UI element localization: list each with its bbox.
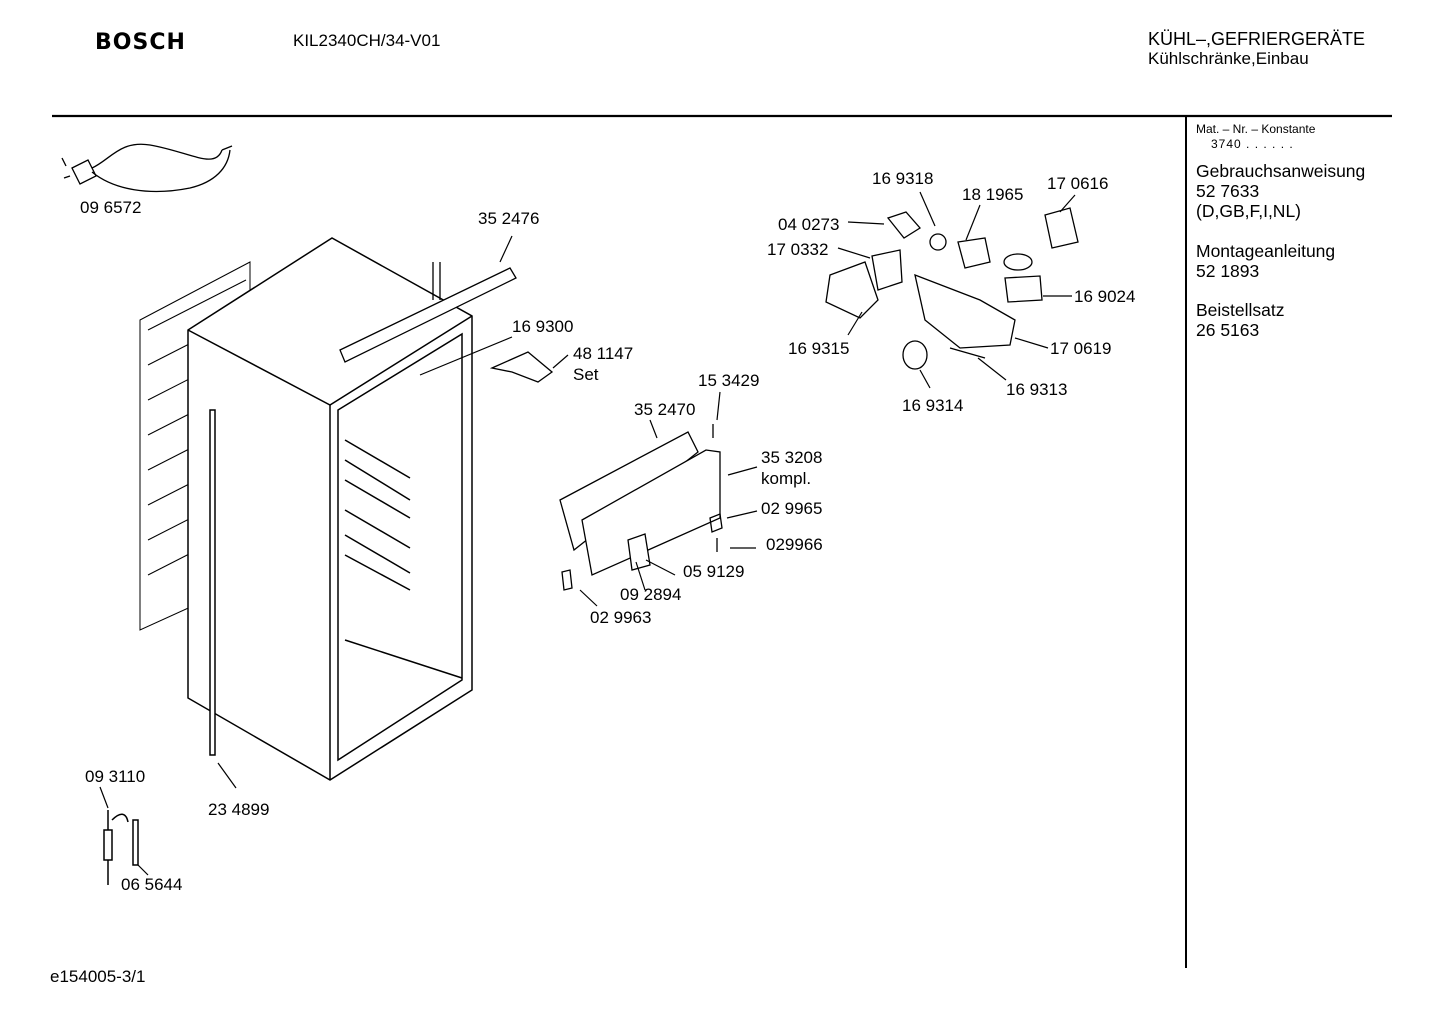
part-label: 05 9129 [683, 562, 744, 581]
part-label: 48 1147 [573, 344, 633, 363]
part-label: 16 9313 [1006, 380, 1067, 399]
doc-title-accessory-kit: Beistellsatz [1196, 300, 1285, 320]
leader-lines [99, 191, 1076, 876]
part-label: 18 1965 [962, 185, 1023, 204]
fridge-cabinet [187, 237, 473, 781]
part-label: 06 5644 [121, 875, 182, 894]
part-label: 09 6572 [80, 198, 141, 217]
sensor-parts [103, 810, 139, 885]
part-label: 23 4899 [208, 800, 269, 819]
doc-languages: (D,GB,F,I,NL) [1196, 201, 1302, 221]
part-label: 029966 [766, 535, 823, 554]
model-number: KIL2340CH/34-V01 [293, 31, 441, 50]
doc-title-user-manual: Gebrauchsanweisung [1196, 161, 1366, 181]
part-label: 35 3208 [761, 448, 822, 467]
part-label: 15 3429 [698, 371, 759, 390]
part-label: 16 9024 [1074, 287, 1135, 306]
part-label: 35 2470 [634, 400, 695, 419]
part-label: 09 3110 [85, 767, 145, 786]
brand-logo: BOSCH [95, 30, 186, 55]
part-label: 16 9300 [512, 317, 573, 336]
category-title: KÜHL–,GEFRIERGERÄTE [1148, 29, 1366, 49]
part-label: 16 9315 [788, 339, 849, 358]
part-label-note: kompl. [761, 469, 811, 488]
doc-number-accessory-kit: 26 5163 [1196, 320, 1260, 340]
hinge-set [489, 351, 554, 383]
part-label: 16 9318 [872, 169, 933, 188]
doc-number-user-manual: 52 7633 [1196, 181, 1260, 201]
doc-title-installation: Montageanleitung [1196, 241, 1336, 261]
part-label: 17 0332 [767, 240, 828, 259]
power-cord-icon [61, 143, 233, 193]
part-label: 02 9963 [590, 608, 651, 627]
part-label: 02 9965 [761, 499, 822, 518]
drawing-id: e154005-3/1 [50, 967, 146, 986]
part-label: 09 2894 [620, 585, 681, 604]
mat-nr-value: 3740 . . . . . . [1211, 137, 1294, 151]
part-label-note: Set [573, 365, 599, 384]
category-subtitle: Kühlschränke,Einbau [1148, 49, 1309, 68]
freezer-door [559, 424, 723, 591]
control-housing [825, 207, 1079, 370]
part-label: 04 0273 [778, 215, 839, 234]
top-rail [339, 262, 517, 363]
part-labels: 09 6572 35 2476 16 9300 48 1147 Set 15 3… [80, 169, 1135, 894]
doc-number-installation: 52 1893 [1196, 261, 1260, 281]
mat-nr-label: Mat. – Nr. – Konstante [1196, 122, 1316, 136]
part-label: 16 9314 [902, 396, 963, 415]
part-label: 17 0616 [1047, 174, 1108, 193]
part-label: 17 0619 [1050, 339, 1111, 358]
part-label: 35 2476 [478, 209, 539, 228]
